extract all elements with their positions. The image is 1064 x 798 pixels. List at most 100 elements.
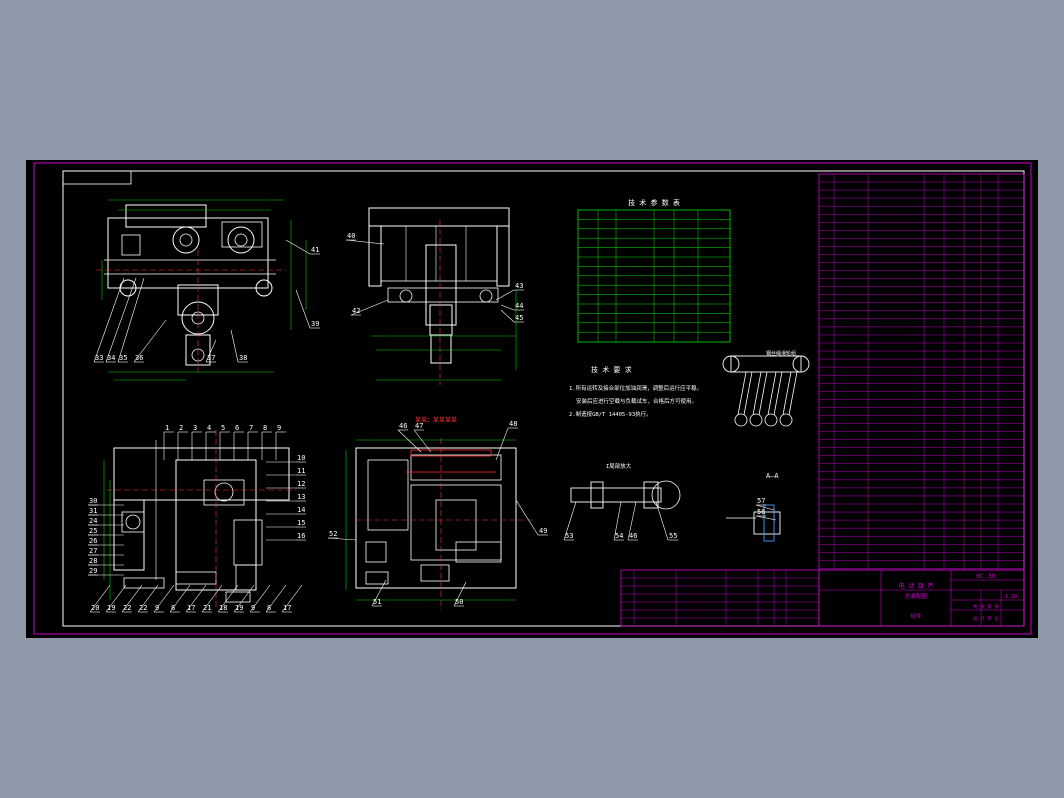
callout-leader bbox=[655, 501, 669, 541]
callout-39: 39 bbox=[311, 320, 319, 328]
plan-frame bbox=[355, 447, 517, 589]
callout-50: 50 bbox=[455, 598, 463, 606]
wheel-axle bbox=[387, 287, 499, 303]
callout-leader bbox=[233, 584, 255, 613]
motor-hub bbox=[234, 233, 248, 247]
callout-17: 17 bbox=[187, 604, 195, 612]
callout-leader bbox=[105, 584, 127, 613]
callout-44: 44 bbox=[515, 302, 523, 310]
callout-54: 54 bbox=[615, 532, 623, 540]
sheet-info: 共 张 第 张 bbox=[973, 603, 1000, 610]
callout-leader bbox=[93, 277, 125, 363]
callout-48: 48 bbox=[509, 420, 517, 428]
callout-leader bbox=[153, 584, 175, 613]
girder-top bbox=[368, 207, 510, 227]
callout-43: 43 bbox=[515, 282, 523, 290]
callout-leader bbox=[500, 304, 515, 311]
callout-41: 41 bbox=[311, 246, 319, 254]
callout-leader bbox=[217, 584, 239, 613]
hoist-column bbox=[425, 244, 457, 326]
notes-title: 技 术 要 求 bbox=[591, 365, 632, 374]
callout-8: 8 bbox=[263, 424, 267, 432]
corner-box bbox=[62, 170, 132, 185]
callout-5: 5 bbox=[221, 424, 225, 432]
frame-body bbox=[380, 225, 498, 282]
pulley-sheave bbox=[734, 413, 748, 427]
section-shaft bbox=[763, 504, 775, 542]
base-mid bbox=[175, 571, 217, 585]
callout-46: 46 bbox=[399, 422, 407, 430]
motor-housing bbox=[233, 519, 263, 566]
callout-1: 1 bbox=[165, 424, 169, 432]
callout-31: 31 bbox=[89, 507, 97, 515]
callout-46: 46 bbox=[629, 532, 637, 540]
callout-10: 10 bbox=[297, 454, 305, 462]
section-body bbox=[753, 511, 781, 535]
gearbox bbox=[125, 204, 207, 228]
pulley-shaft bbox=[730, 355, 802, 373]
gear bbox=[214, 482, 234, 502]
callout-27: 27 bbox=[89, 547, 97, 555]
callout-leader bbox=[627, 501, 637, 541]
callout-30: 30 bbox=[89, 497, 97, 505]
callout-33: 33 bbox=[95, 354, 103, 362]
scale-field: 1:20 bbox=[1005, 594, 1017, 600]
callout-25: 25 bbox=[89, 527, 97, 535]
callout-leader bbox=[327, 537, 357, 541]
side-motor-wheel bbox=[125, 514, 141, 530]
callout-leader bbox=[137, 584, 159, 613]
side-motor bbox=[121, 511, 145, 533]
callout-26: 26 bbox=[89, 537, 97, 545]
detail-bar bbox=[570, 487, 662, 503]
pulley-label: 钢丝绳滑轮组 bbox=[766, 350, 796, 357]
drum-wheel bbox=[172, 226, 200, 254]
base-right bbox=[225, 591, 251, 603]
callout-leader bbox=[201, 584, 223, 613]
callout-leader bbox=[265, 584, 287, 613]
drawing-number: HC 30 bbox=[976, 572, 996, 580]
pulley-sheave bbox=[749, 413, 763, 427]
callout-47: 47 bbox=[415, 422, 423, 430]
pulley-sheave bbox=[764, 413, 778, 427]
callout-leader bbox=[230, 329, 239, 363]
callout-14: 14 bbox=[297, 506, 305, 514]
callout-45: 45 bbox=[515, 314, 523, 322]
callout-4: 4 bbox=[207, 424, 211, 432]
drawing-name-sub: 总装配图 bbox=[905, 592, 928, 600]
callout-2: 2 bbox=[179, 424, 183, 432]
callout-leader bbox=[285, 239, 311, 255]
parts-list-table bbox=[818, 173, 1025, 571]
callout-18: 18 bbox=[219, 604, 227, 612]
notes-line: 安装后应进行空载与负载试车，合格后方可使用。 bbox=[576, 397, 697, 405]
callout-leader bbox=[105, 277, 137, 363]
pulley-rope bbox=[767, 371, 777, 416]
callout-leader bbox=[563, 501, 577, 541]
plan-wheel-block bbox=[365, 541, 387, 563]
hook-block-end bbox=[429, 304, 453, 336]
section-label: A—A bbox=[766, 472, 779, 480]
reducer-block bbox=[221, 221, 263, 248]
girder-left-leg bbox=[368, 225, 382, 287]
plan-highlight bbox=[410, 449, 492, 457]
material-field: 组件 bbox=[910, 612, 922, 620]
pulley-sheave bbox=[779, 413, 793, 427]
pulley-rope bbox=[788, 371, 798, 416]
end-wheel bbox=[479, 289, 493, 303]
callout-leader bbox=[205, 339, 217, 363]
callout-9: 9 bbox=[155, 604, 159, 612]
pulley-rope bbox=[743, 371, 753, 416]
callout-leader bbox=[755, 515, 777, 521]
callout-15: 15 bbox=[297, 519, 305, 527]
callout-29: 29 bbox=[89, 567, 97, 575]
trolley-frame bbox=[107, 217, 269, 289]
notes-line: 1.所有运转及接合部位加油润滑，调整后运行应平稳。 bbox=[569, 384, 702, 392]
plan-top-box bbox=[410, 454, 502, 481]
callout-20: 20 bbox=[91, 604, 99, 612]
plan-foot bbox=[420, 564, 450, 582]
callout-7: 7 bbox=[249, 424, 253, 432]
gear-block bbox=[203, 479, 245, 506]
callout-52: 52 bbox=[329, 530, 337, 538]
detail-block bbox=[643, 481, 659, 509]
detail-label: I局部放大 bbox=[606, 462, 632, 470]
wheel-left bbox=[119, 279, 137, 297]
